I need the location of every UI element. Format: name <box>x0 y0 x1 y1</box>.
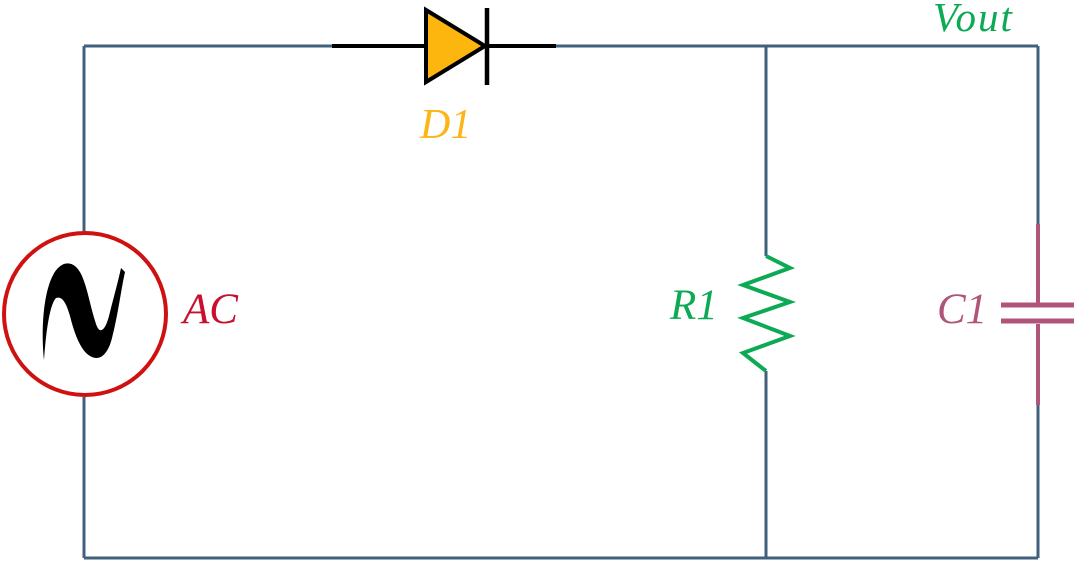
vout-node-label: Vout <box>933 0 1014 40</box>
capacitor-symbol <box>1001 224 1074 405</box>
sine-wave-icon <box>42 263 125 360</box>
diode-triangle <box>424 6 489 86</box>
resistor-symbol <box>737 254 797 373</box>
diode-label: D1 <box>420 102 472 148</box>
resistor-label: R1 <box>670 282 718 329</box>
diode-symbol <box>332 6 556 86</box>
capacitor-label: C1 <box>937 286 988 333</box>
ac-source-label: AC <box>183 286 238 333</box>
ac-source-symbol <box>2 231 168 397</box>
wires <box>82 44 1040 560</box>
